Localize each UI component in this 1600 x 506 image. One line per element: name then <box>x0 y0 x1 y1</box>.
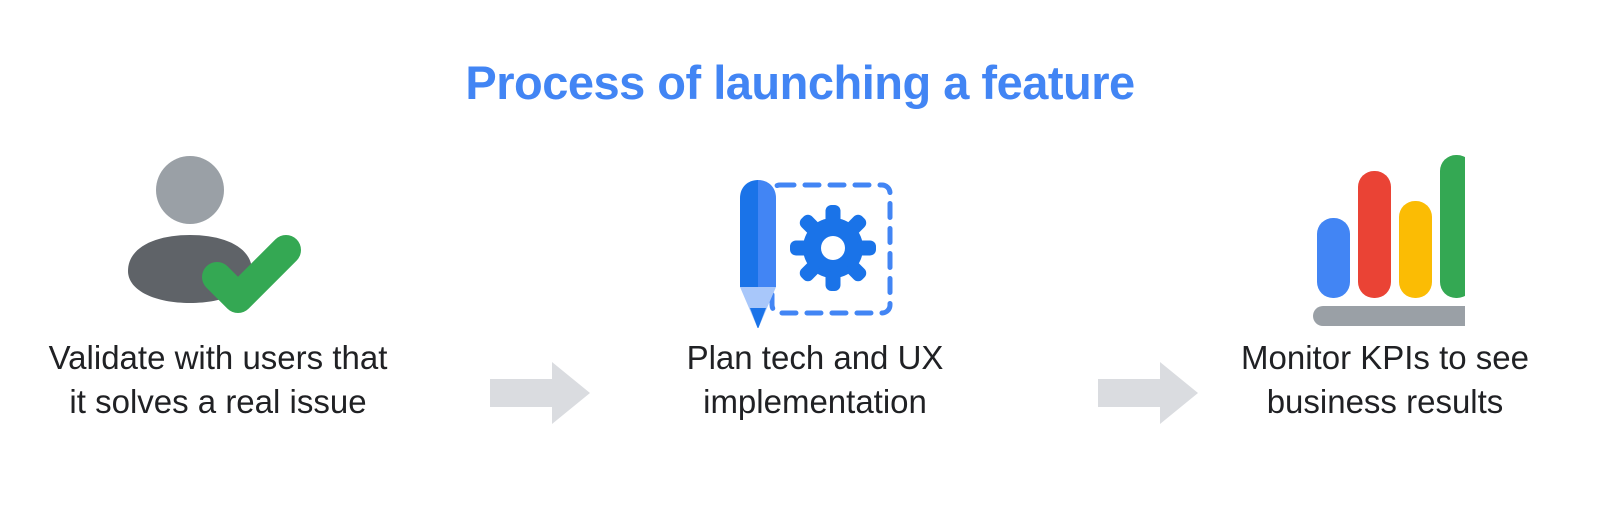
bar-4-shape <box>1440 154 1465 298</box>
step-3: Monitor KPIs to see business results <box>1165 140 1600 460</box>
step-2-caption-line-1: Plan tech and UX <box>686 339 944 376</box>
page-title: Process of launching a feature <box>465 56 1135 109</box>
bar-2-shape <box>1358 170 1391 298</box>
bar-1-shape <box>1317 217 1350 298</box>
step-3-icon-wrap <box>1165 140 1600 330</box>
connector-arrow-1 <box>490 362 590 424</box>
step-2: Plan tech and UX implementation <box>595 140 1035 460</box>
pencil-wood-shape <box>740 286 776 328</box>
step-1-caption-line-2: it solves a real issue <box>69 383 367 420</box>
pencil-body-right-shape <box>758 179 776 287</box>
process-steps: Validate with users that it solves a rea… <box>0 140 1600 460</box>
check-mark-icon <box>202 234 301 313</box>
pencil-gear-blueprint-icon <box>740 179 893 328</box>
step-3-caption-line-1: Monitor KPIs to see <box>1241 339 1529 376</box>
step-3-caption: Monitor KPIs to see business results <box>1165 336 1600 424</box>
step-1-caption-line-1: Validate with users that <box>48 339 388 376</box>
chart-baseline-shape <box>1313 305 1465 326</box>
step-1-icon-wrap <box>0 140 438 330</box>
step-2-caption-line-2: implementation <box>703 383 927 420</box>
arrow-right-shape <box>1098 362 1198 424</box>
bar-chart-icon <box>1313 154 1465 326</box>
bar-3-shape <box>1399 200 1432 298</box>
connector-arrow-2 <box>1098 362 1198 424</box>
arrow-right-shape <box>490 362 590 424</box>
step-1: Validate with users that it solves a rea… <box>0 140 438 460</box>
arrow-right-icon <box>490 362 590 424</box>
gear-hole-shape <box>821 235 845 260</box>
pencil-body-left-shape <box>740 179 758 287</box>
person-head-shape <box>156 155 224 224</box>
step-2-icon-wrap <box>595 140 1035 330</box>
step-2-caption: Plan tech and UX implementation <box>595 336 1035 424</box>
gear-icon <box>790 204 876 291</box>
step-1-caption: Validate with users that it solves a rea… <box>0 336 438 424</box>
person-check-icon <box>128 155 301 313</box>
step-3-caption-line-2: business results <box>1266 383 1504 420</box>
arrow-right-icon <box>1098 362 1198 424</box>
pencil-point-shape <box>750 307 766 328</box>
